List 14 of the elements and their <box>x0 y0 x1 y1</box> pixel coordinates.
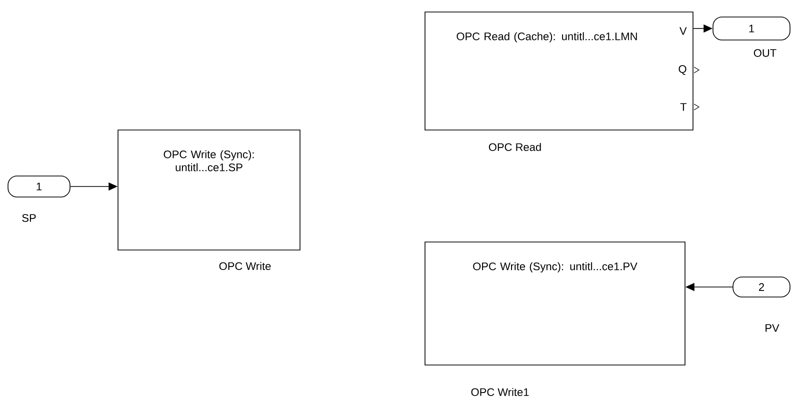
function-block: OPC Write (Sync): untitl...ce1.PV <box>424 242 686 366</box>
port-block: 2 <box>732 276 790 298</box>
port-name: PV <box>766 324 780 332</box>
port-block: 1 <box>8 176 70 198</box>
port-name: SP <box>22 214 36 222</box>
block-caption: OPC Write <box>219 262 271 270</box>
block-caption: OPC Write1 <box>471 388 529 396</box>
port-name: OUT <box>754 49 776 57</box>
port-label: Q <box>678 65 686 75</box>
port-label: V <box>680 27 687 35</box>
port-block: 1 <box>712 16 790 40</box>
port-label: T <box>680 103 687 111</box>
block-caption: OPC Read <box>488 142 541 152</box>
function-block: OPC Write (Sync): untitl...ce1.SP <box>118 130 300 250</box>
